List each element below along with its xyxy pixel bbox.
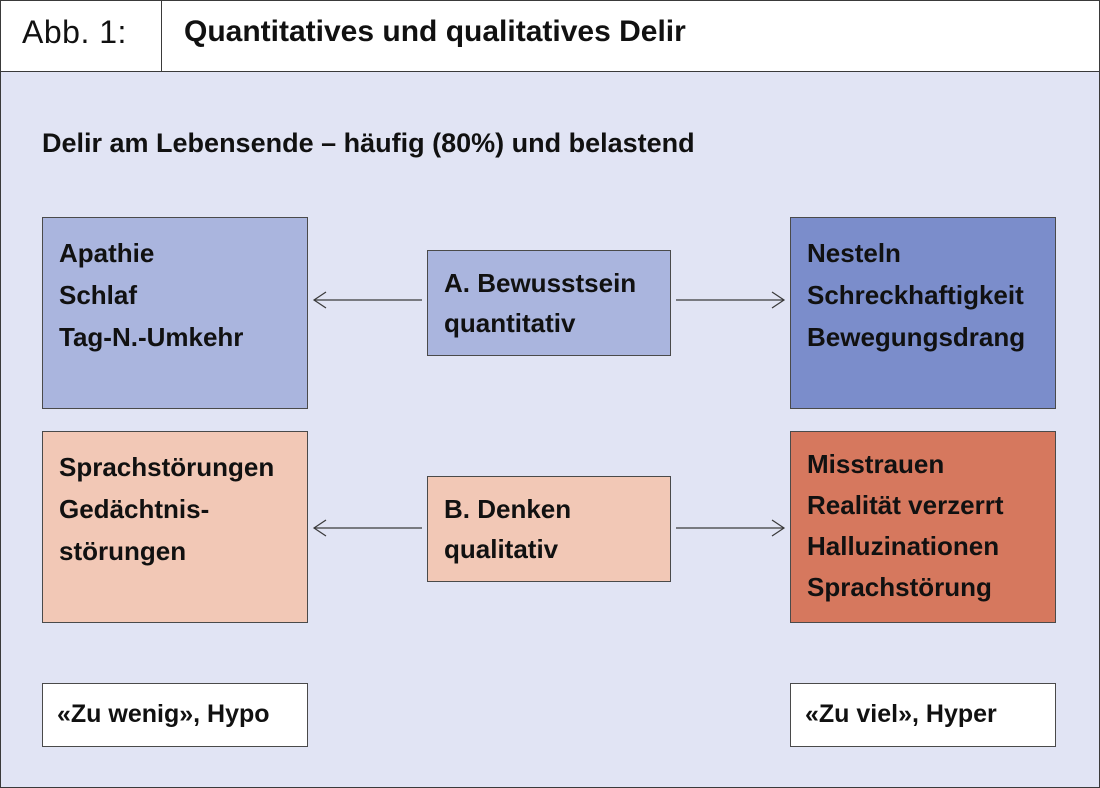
diagram-panel <box>1 72 1099 787</box>
arrow-left-b <box>312 519 422 537</box>
symptom-label: Schlaf <box>59 280 138 310</box>
symptom-label: Bewegungsdrang <box>807 322 1026 352</box>
symptom-label: Tag-N.-Umkehr <box>59 322 244 352</box>
symptom-label: Gedächtnis- <box>59 494 210 524</box>
symptom-label: Halluzinationen <box>807 531 1000 561</box>
hyper-label: «Zu viel», Hyper <box>790 683 1056 747</box>
arrow-left-a <box>312 291 422 309</box>
symptom-label: Schreckhaftigkeit <box>807 280 1024 310</box>
symptom-label: Realität verzerrt <box>807 490 1004 520</box>
dimension-label: A. Bewusstsein <box>444 268 637 298</box>
hypo-denken-box: Sprachstörungen Gedächtnis- störungen <box>42 431 308 623</box>
symptom-label: Nesteln <box>807 238 901 268</box>
dimension-label: B. Denken <box>444 494 572 524</box>
figure-title: Quantitatives und qualitatives Delir <box>184 15 686 48</box>
header-divider <box>161 0 162 71</box>
hyper-bewusstsein-box: Nesteln Schreckhaftigkeit Bewegungsdrang <box>790 217 1056 409</box>
arrow-right-a <box>676 291 786 309</box>
hyper-denken-box: Misstrauen Realität verzerrt Halluzinati… <box>790 431 1056 623</box>
symptom-label: Sprachstörungen <box>59 452 275 482</box>
symptom-label: störungen <box>59 536 187 566</box>
diagram-subtitle: Delir am Lebensende – häufig (80%) und b… <box>42 128 695 158</box>
center-denken-box: B. Denken qualitativ <box>427 476 671 582</box>
arrow-right-b <box>676 519 786 537</box>
symptom-label: Misstrauen <box>807 449 945 479</box>
hypo-bewusstsein-box: Apathie Schlaf Tag-N.-Umkehr <box>42 217 308 409</box>
dimension-type-label: quantitativ <box>444 308 576 338</box>
symptom-label: Sprachstörung <box>807 572 992 602</box>
hypo-label: «Zu wenig», Hypo <box>42 683 308 747</box>
figure-label: Abb. 1: <box>22 14 127 50</box>
symptom-label: Apathie <box>59 238 155 268</box>
figure-header: Abb. 1: Quantitatives und qualitatives D… <box>0 0 1100 72</box>
center-bewusstsein-box: A. Bewusstsein quantitativ <box>427 250 671 356</box>
dimension-type-label: qualitativ <box>444 534 559 564</box>
